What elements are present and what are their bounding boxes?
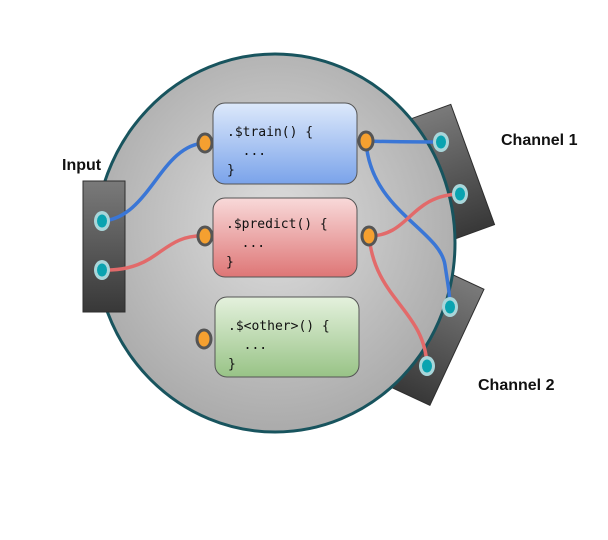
port-other-in[interactable] — [195, 328, 213, 350]
method-train-line-2: ... — [227, 144, 266, 159]
input-panel[interactable] — [82, 180, 126, 313]
channel2-socket-1[interactable] — [442, 297, 458, 317]
method-box-other[interactable]: .$<other>() { ... } — [214, 296, 360, 378]
channel1-label: Channel 1 — [501, 132, 578, 149]
method-train-line-3: } — [227, 163, 235, 178]
input-label: Input — [62, 157, 102, 174]
wire-input-to-predict — [101, 234, 206, 272]
channel2-label: Channel 2 — [478, 377, 555, 394]
wire-train-to-channel1 — [365, 139, 442, 144]
channel2-socket-2[interactable] — [419, 356, 435, 376]
input-socket-1[interactable] — [94, 211, 110, 231]
method-predict-line-3: } — [226, 255, 234, 270]
input-socket-2[interactable] — [94, 260, 110, 280]
channel1-socket-2[interactable] — [452, 184, 468, 204]
method-train-line-1: .$train() { — [227, 125, 313, 140]
port-predict-in[interactable] — [196, 225, 214, 247]
port-predict-out[interactable] — [360, 225, 378, 247]
port-train-in[interactable] — [196, 132, 214, 154]
channel1-socket-1[interactable] — [433, 132, 449, 152]
wire-train-to-channel2 — [364, 140, 452, 308]
wire-predict-to-channel2 — [367, 235, 429, 367]
method-box-train[interactable]: .$train() { ... } — [212, 102, 358, 185]
method-other-line-1: .$<other>() { — [228, 319, 330, 334]
method-other-line-2: ... — [228, 338, 267, 353]
port-train-out[interactable] — [357, 130, 375, 152]
wire-input-to-train — [101, 141, 206, 223]
method-predict-line-1: .$predict() { — [226, 217, 328, 232]
method-box-predict[interactable]: .$predict() { ... } — [212, 197, 358, 278]
method-other-line-3: } — [228, 357, 236, 372]
method-predict-line-2: ... — [226, 236, 265, 251]
wire-predict-to-channel1 — [368, 192, 461, 238]
